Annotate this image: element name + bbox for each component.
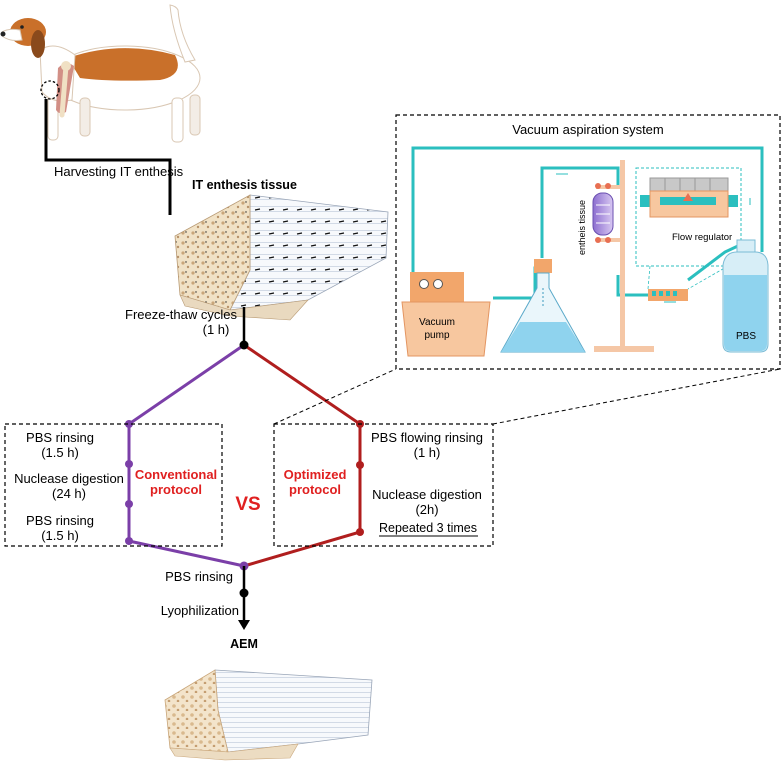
it-tissue-label: IT enthesis tissue [192,178,297,192]
collection-flask [500,259,586,353]
freeze-thaw-label: Freeze-thaw cycles [125,307,237,322]
it-enthesis-tissue-image [174,194,389,321]
opt-step2-time: (2h) [415,502,438,517]
vacuum-pump-label-line1: Vacuum [419,317,455,328]
flow-regulator-detail: Flow regulator [635,167,742,290]
opt-step1-name: PBS flowing rinsing [371,430,483,445]
repeat-note: Repeated 3 times [379,521,477,535]
flow-direction-arrows [556,173,751,303]
vacuum-pump: Vacuum pump [401,272,491,357]
pbs-rinsing-final: PBS rinsing [165,569,233,584]
opt-step1-time: (1 h) [414,445,441,460]
pressure-gauge-icon [433,279,443,289]
conv-step1-time: (1.5 h) [41,445,79,460]
vacuum-system-title: Vacuum aspiration system [512,122,664,137]
conv-step2-time: (24 h) [52,486,86,501]
vacuum-pump-label-line2: pump [424,330,449,341]
harvest-connector [44,99,172,215]
output-arrowhead [238,620,250,630]
tissue-chamber-label: entheis tissue [577,200,587,255]
beagle-illustration [0,4,201,143]
aem-scaffold-image [164,669,373,761]
zoom-connector-left [273,368,397,425]
conventional-title-line2: protocol [150,482,202,497]
conventional-branch [127,343,245,568]
freeze-thaw-time: (1 h) [203,322,230,337]
tissue-chamber [592,183,614,243]
conventional-title-line1: Conventional [135,467,217,482]
aem-label: AEM [230,637,258,651]
optimized-title-line1: Optimized [284,467,347,482]
optimized-branch [243,343,362,568]
optimized-protocol-box [273,423,494,547]
optimized-title-line2: protocol [289,482,341,497]
harvest-label: Harvesting IT enthesis [54,164,184,179]
conventional-protocol-box [4,423,223,547]
branch-nodes [125,340,364,598]
pressure-gauge-icon [419,279,429,289]
opt-step2-name: Nuclease digestion [372,487,482,502]
flow-regulator [648,289,688,301]
pbs-bottle-label: PBS [736,331,756,342]
pbs-bottle: PBS [722,239,769,353]
enthesis-site-marker [40,80,60,100]
zoom-connector-right [492,368,781,425]
flow-regulator-label: Flow regulator [672,232,732,243]
conv-step3-time: (1.5 h) [41,528,79,543]
conv-step2-name: Nuclease digestion [14,471,124,486]
conv-step3-name: PBS rinsing [26,513,94,528]
lyophilization-label: Lyophilization [161,603,239,618]
vs-label: VS [235,494,260,515]
conv-step1-name: PBS rinsing [26,430,94,445]
